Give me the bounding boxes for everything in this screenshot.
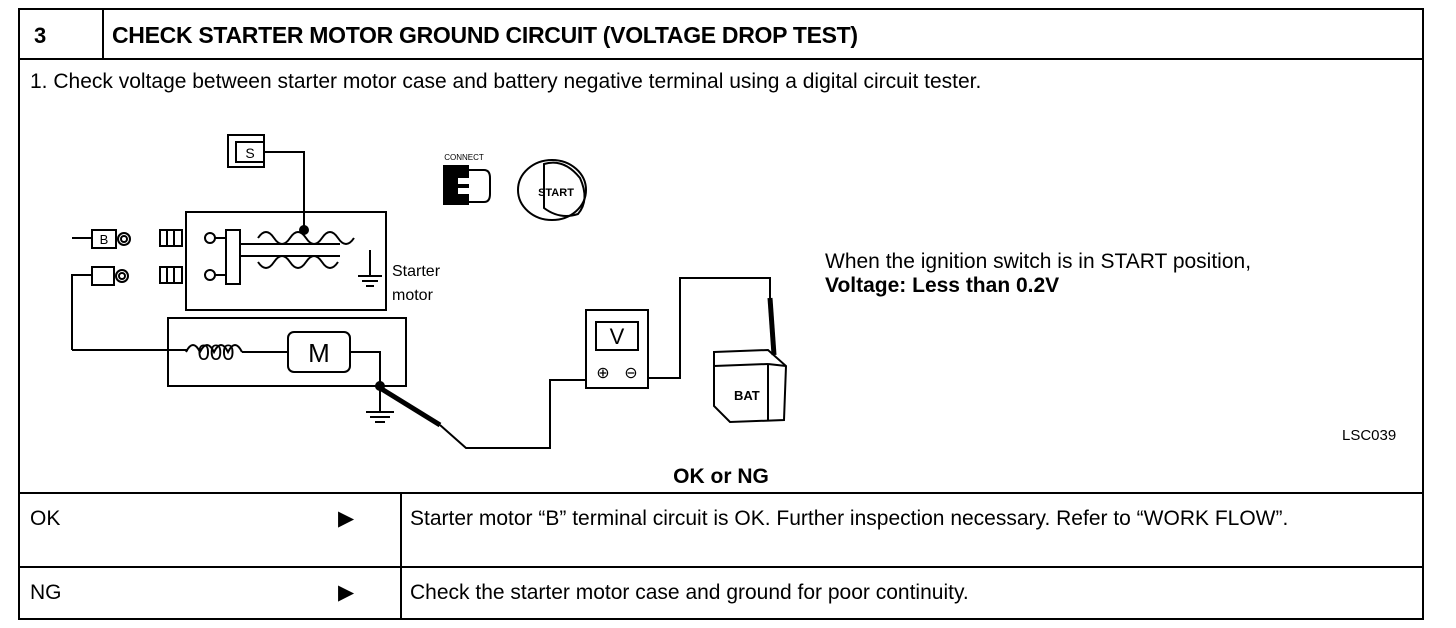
b-terminal-connector: B — [71, 229, 131, 350]
step-title: CHECK STARTER MOTOR GROUND CIRCUIT (VOLT… — [112, 22, 858, 48]
spec-condition: When the ignition switch is in START pos… — [825, 250, 1252, 273]
result-text-ok: Starter motor “B” terminal circuit is OK… — [400, 494, 1422, 566]
result-row-ok: OK ▶ Starter motor “B” terminal circuit … — [20, 492, 1422, 566]
instruction-text: 1. Check voltage between starter motor c… — [30, 70, 982, 93]
motor-symbol: M — [308, 338, 330, 368]
result-label-ng: NG — [30, 581, 62, 604]
step-number: 3 — [20, 10, 104, 58]
s-terminal-label: S — [245, 145, 254, 161]
arrow-right-icon: ▶ — [338, 507, 355, 530]
negative-probe — [378, 379, 586, 449]
battery-label: BAT — [734, 388, 760, 403]
connect-label: CONNECT — [444, 153, 484, 162]
starter-solenoid — [185, 211, 387, 311]
b-terminal-label: B — [100, 232, 109, 247]
ignition-start-icon: START — [517, 159, 587, 221]
battery: BAT — [713, 348, 788, 424]
voltmeter-plus-terminal: ⊕ — [596, 365, 609, 382]
start-label: START — [538, 187, 574, 199]
connect-icon: CONNECT — [443, 153, 491, 205]
arrow-right-icon: ▶ — [338, 581, 355, 604]
starter-motor-label-1: Starter — [392, 263, 441, 280]
spec-value: Voltage: Less than 0.2V — [825, 274, 1060, 297]
result-label-ok: OK — [30, 507, 61, 530]
step-header: 3 CHECK STARTER MOTOR GROUND CIRCUIT (VO… — [20, 10, 1422, 60]
voltmeter-minus-terminal: ⊖ — [624, 365, 637, 382]
result-row-ng: NG ▶ Check the starter motor case and gr… — [20, 566, 1422, 620]
decision-label: OK or NG — [673, 465, 769, 488]
voltmeter-label: V — [610, 324, 625, 349]
voltmeter: V ⊕ ⊖ — [585, 277, 777, 389]
starter-motor-label-2: motor — [392, 287, 434, 304]
s-terminal-connector: S — [227, 134, 309, 235]
solenoid-plugs — [159, 229, 183, 284]
figure-id: LSC039 — [1342, 427, 1397, 444]
circuit-diagram: S B — [71, 134, 788, 449]
inspection-table: 3 CHECK STARTER MOTOR GROUND CIRCUIT (VO… — [18, 8, 1424, 620]
result-text-ng: Check the starter motor case and ground … — [400, 568, 1422, 620]
starter-motor-body: 000 M — [72, 317, 407, 423]
